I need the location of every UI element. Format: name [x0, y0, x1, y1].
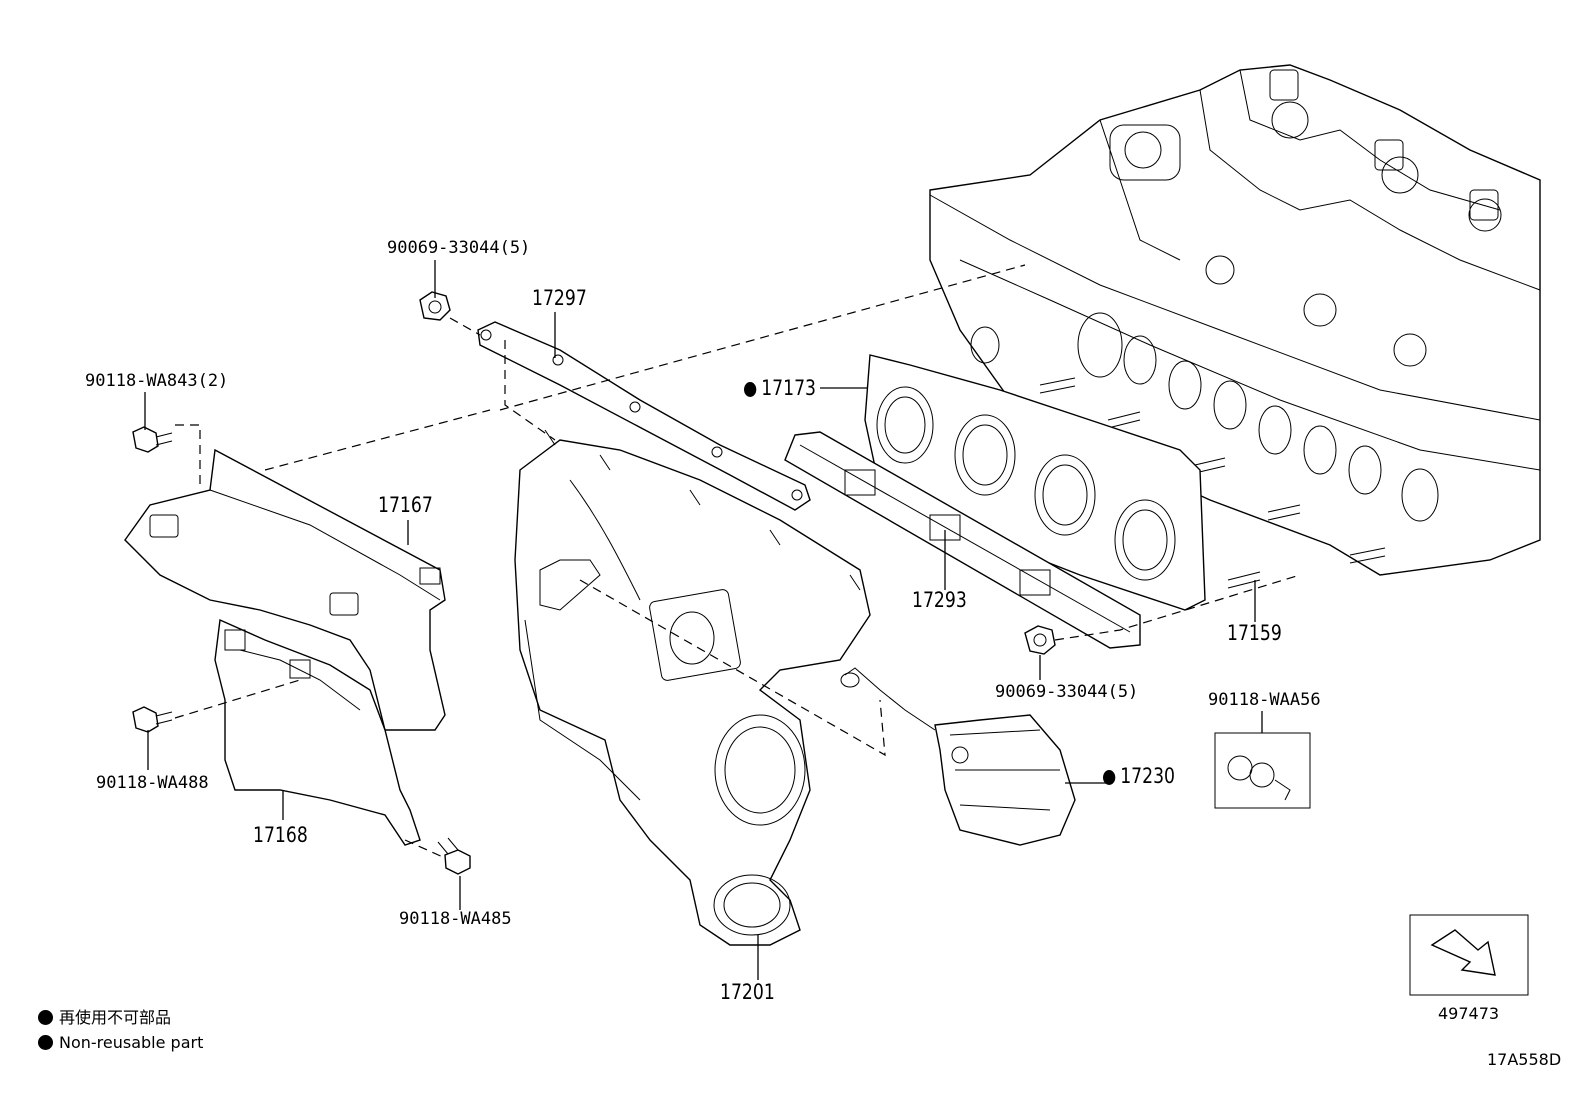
label-17201[interactable]: 17201 — [720, 980, 775, 1004]
label-17159[interactable]: 17159 — [1227, 621, 1282, 645]
label-nut-90069-lower[interactable]: 90069-33044(5) — [995, 682, 1139, 702]
label-17173[interactable]: 17173 — [744, 378, 816, 399]
label-17168[interactable]: 17168 — [253, 823, 308, 847]
bracket-strip — [477, 321, 811, 511]
non-reusable-marker — [1103, 770, 1116, 785]
clip-kit — [1214, 732, 1311, 809]
label-17167[interactable]: 17167 — [378, 493, 433, 517]
legend-jp: 再使用不可部品 — [38, 1010, 171, 1026]
reference-number: 497473 — [1438, 1004, 1500, 1023]
bolt-90069-top — [419, 291, 451, 321]
label-bolt-90069-top[interactable]: 90069-33044(5) — [387, 238, 531, 258]
heat-insulator-lower — [214, 618, 421, 846]
label-17297[interactable]: 17297 — [532, 286, 587, 310]
label-17293[interactable]: 17293 — [912, 588, 967, 612]
wastegate-actuator — [840, 667, 1076, 846]
legend-en: Non-reusable part — [38, 1035, 203, 1051]
heat-insulator-upper — [124, 448, 446, 731]
bolt-wa488 — [132, 706, 173, 733]
turbocharger-manifold — [514, 429, 871, 946]
bolt-wa485 — [437, 837, 471, 875]
diagram-code: 17A558D — [1487, 1050, 1562, 1069]
bolt-wa843 — [132, 426, 173, 453]
alignment-lines — [174, 264, 1301, 859]
non-reusable-marker — [38, 1035, 53, 1050]
non-reusable-marker — [38, 1010, 53, 1025]
label-bolt-wa488[interactable]: 90118-WA488 — [96, 773, 209, 793]
front-arrow-icon — [1409, 914, 1529, 996]
label-bolt-wa843[interactable]: 90118-WA843(2) — [85, 371, 229, 391]
non-reusable-marker — [744, 382, 757, 397]
label-bolt-waa56[interactable]: 90118-WAA56 — [1208, 690, 1321, 710]
nut-90069-lower — [1024, 625, 1056, 655]
label-17230[interactable]: 17230 — [1103, 766, 1175, 787]
label-bolt-wa485[interactable]: 90118-WA485 — [399, 909, 512, 929]
